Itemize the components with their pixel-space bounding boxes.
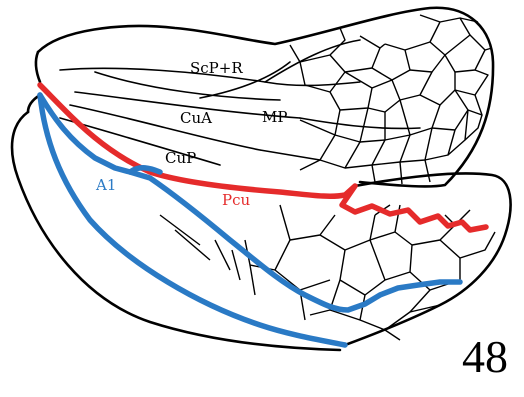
- figure-number: 48: [462, 331, 508, 382]
- hindwing-outline: [345, 173, 511, 345]
- pcu-vein: [40, 85, 486, 230]
- label-cup: CuP: [165, 149, 196, 167]
- label-cua: CuA: [180, 109, 212, 127]
- clavus-outline: [12, 95, 340, 350]
- label-pcu: Pcu: [222, 191, 250, 209]
- label-mp: MP: [262, 108, 287, 126]
- label-a1: A1: [95, 176, 116, 194]
- label-scp-r: ScP+R: [190, 59, 243, 77]
